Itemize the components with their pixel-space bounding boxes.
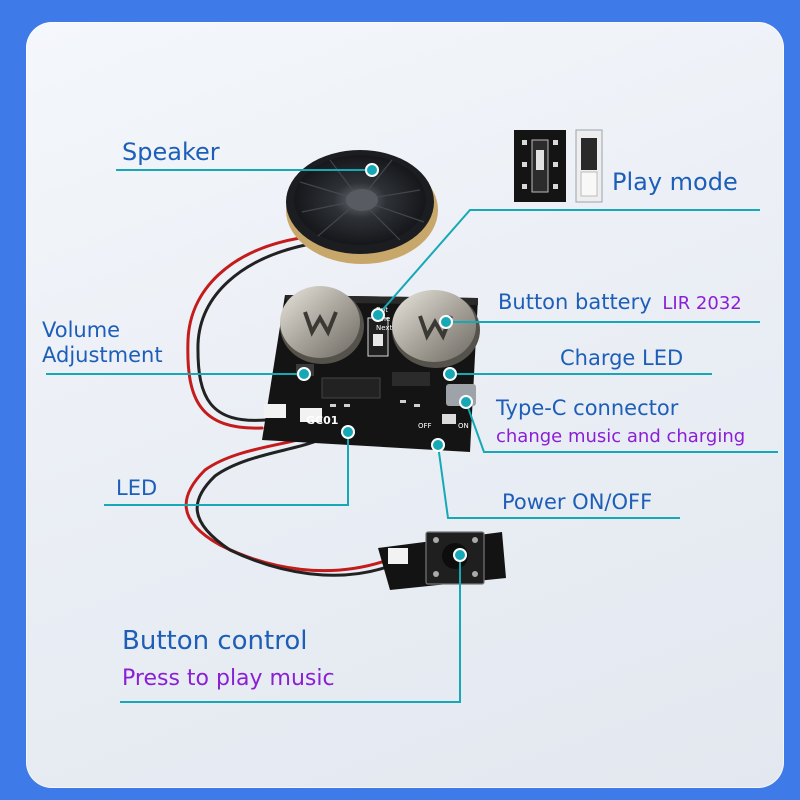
- leader-lines: [46, 169, 778, 703]
- power-label: Power ON/OFF: [502, 490, 653, 514]
- button-battery-text: Button battery: [498, 290, 652, 314]
- button-battery-label: Button battery LIR 2032: [498, 290, 742, 314]
- led-label: LED: [116, 476, 158, 500]
- coin-cell-battery-icon: [280, 286, 480, 368]
- switch-label-next: Next: [376, 324, 393, 332]
- button-control-label: Button control: [122, 626, 308, 656]
- volume-adjustment-label: Volume Adjustment: [42, 318, 163, 368]
- volume-label-line1: Volume: [42, 318, 121, 342]
- speaker-label: Speaker: [122, 138, 220, 166]
- battery-model-text: LIR 2032: [662, 293, 742, 314]
- button-control-sublabel: Press to play music: [122, 666, 335, 691]
- tactile-button-icon: [378, 531, 506, 590]
- play-mode-switch-icon: [514, 129, 603, 203]
- power-label-on: ON: [458, 422, 469, 430]
- type-c-sublabel: change music and charging: [496, 426, 746, 447]
- speaker-icon: [286, 150, 438, 264]
- wires: [184, 236, 392, 577]
- play-mode-label: Play mode: [612, 168, 738, 196]
- main-pcb: [262, 286, 480, 452]
- type-c-label: Type-C connector: [496, 396, 679, 420]
- leader-dots: [297, 163, 473, 562]
- board-model-text: GC01: [306, 414, 338, 427]
- volume-label-line2: Adjustment: [42, 343, 163, 367]
- charge-led-label: Charge LED: [560, 346, 684, 370]
- power-label-off: OFF: [418, 422, 432, 430]
